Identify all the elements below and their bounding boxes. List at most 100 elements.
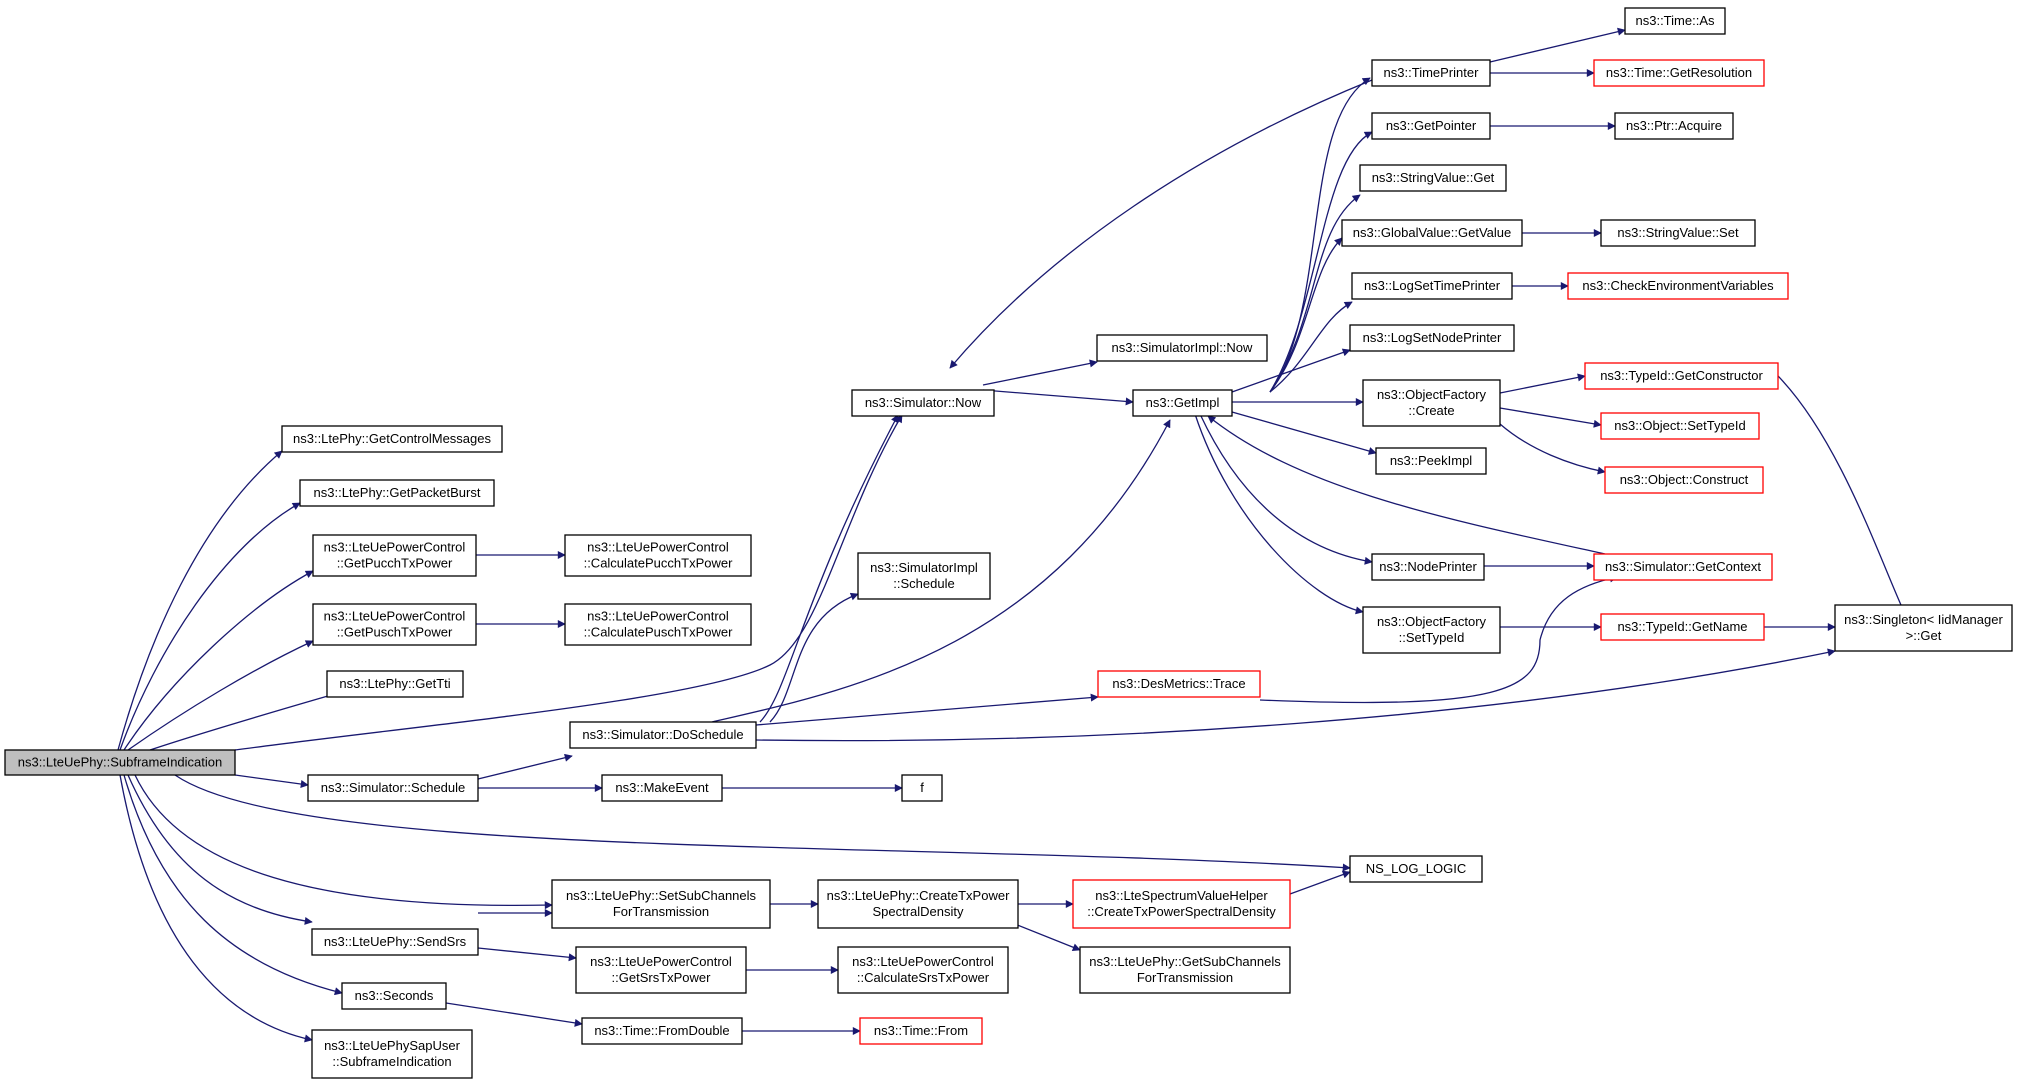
graph-node[interactable]: ns3::Seconds (341, 982, 447, 1010)
edge (1207, 415, 1606, 555)
edge (1269, 77, 1371, 393)
node-box (1567, 272, 1789, 300)
node-box (1371, 59, 1491, 87)
node-label: ns3::StringValue::Set (1617, 225, 1739, 240)
edge (234, 774, 309, 788)
graph-node[interactable]: ns3::LteUePowerControl::CalculatePucchTx… (564, 534, 752, 577)
graph-node[interactable]: ns3::LteUePhy::CreateTxPowerSpectralDens… (817, 879, 1019, 929)
node-box (564, 534, 752, 577)
node-label: ::GetSrsTxPower (612, 970, 712, 985)
graph-node[interactable]: ns3::LogSetNodePrinter (1349, 324, 1515, 352)
node-label: ::CreateTxPowerSpectralDensity (1087, 904, 1276, 919)
node-label: ns3::Seconds (355, 988, 434, 1003)
graph-node[interactable]: ns3::LteSpectrumValueHelper::CreateTxPow… (1072, 879, 1291, 929)
graph-node[interactable]: ns3::CheckEnvironmentVariables (1567, 272, 1789, 300)
graph-node[interactable]: ns3::LteUePhy::SetSubChannelsForTransmis… (551, 879, 771, 929)
node-label: SpectralDensity (872, 904, 964, 919)
node-box (581, 1017, 743, 1045)
graph-node[interactable]: ns3::MakeEvent (601, 774, 723, 802)
node-label: ns3::Singleton< IidManager (1844, 612, 2003, 627)
graph-node[interactable]: ns3::TypeId::GetConstructor (1584, 362, 1779, 390)
node-label: ns3::LtePhy::GetPacketBurst (314, 485, 481, 500)
graph-node[interactable]: ns3::GlobalValue::GetValue (1341, 219, 1523, 247)
edge (769, 592, 859, 723)
edge (477, 947, 577, 962)
node-label: ns3::TypeId::GetName (1617, 619, 1747, 634)
graph-node[interactable]: ns3::TimePrinter (1371, 59, 1491, 87)
node-label: ns3::LteUePowerControl (590, 954, 732, 969)
graph-node[interactable]: ns3::Simulator::GetContext (1593, 553, 1773, 581)
node-box (307, 774, 479, 802)
node-box (1072, 879, 1291, 929)
graph-node[interactable]: ns3::LtePhy::GetTti (326, 670, 464, 698)
node-box (341, 982, 447, 1010)
edge (134, 774, 553, 910)
edge (982, 359, 1098, 386)
edge (123, 774, 343, 996)
node-label: ns3::ObjectFactory (1377, 614, 1487, 629)
graph-node[interactable]: ns3::GetImpl (1132, 389, 1233, 417)
graph-node[interactable]: ns3::PeekImpl (1375, 447, 1487, 475)
graph-node[interactable]: ns3::DesMetrics::Trace (1097, 670, 1261, 698)
graph-node[interactable]: ns3::StringValue::Set (1600, 219, 1756, 247)
node-box (601, 774, 723, 802)
node-label: ns3::StringValue::Get (1372, 170, 1495, 185)
graph-node[interactable]: f (901, 774, 943, 802)
node-label: ns3::Time::GetResolution (1606, 65, 1752, 80)
edge (123, 570, 314, 751)
node-box (817, 879, 1019, 929)
graph-node[interactable]: ns3::LteUePhySapUser::SubframeIndication (311, 1029, 473, 1079)
node-label: ns3::Time::As (1636, 13, 1715, 28)
graph-node[interactable]: ns3::ObjectFactory::Create (1362, 379, 1501, 427)
node-label: ns3::Ptr::Acquire (1626, 118, 1722, 133)
graph-node[interactable]: ns3::LtePhy::GetPacketBurst (299, 479, 495, 507)
node-label: ns3::LteUePhySapUser (324, 1038, 461, 1053)
edge (1259, 574, 1618, 704)
node-label: ns3::LogSetNodePrinter (1363, 330, 1502, 345)
graph-node[interactable]: ns3::Ptr::Acquire (1614, 112, 1734, 140)
graph-node[interactable]: ns3::Time::FromDouble (581, 1017, 743, 1045)
graph-node[interactable]: ns3::LteUePowerControl::CalculatePuschTx… (564, 603, 752, 646)
graph-node[interactable]: ns3::LteUePowerControl::GetPucchTxPower (312, 534, 477, 577)
node-label: ::SetTypeId (1399, 630, 1465, 645)
node-box (575, 946, 747, 994)
graph-node[interactable]: ns3::Object::Construct (1604, 466, 1764, 494)
graph-node[interactable]: ns3::Simulator::DoSchedule (569, 721, 757, 749)
graph-node[interactable]: ns3::Time::From (859, 1017, 983, 1045)
graph-node[interactable]: ns3::Simulator::Schedule (307, 774, 479, 802)
edge (119, 502, 301, 751)
graph-node[interactable]: ns3::Time::GetResolution (1593, 59, 1765, 87)
graph-node[interactable]: NS_LOG_LOGIC (1349, 855, 1483, 883)
graph-node[interactable]: ns3::SimulatorImpl::Now (1096, 334, 1268, 362)
graph-node[interactable]: ns3::Simulator::Now (851, 389, 995, 417)
graph-node[interactable]: ns3::LteUePowerControl::GetSrsTxPower (575, 946, 747, 994)
node-box (1132, 389, 1233, 417)
node-label: ns3::Time::FromDouble (594, 1023, 729, 1038)
graph-node[interactable]: ns3::SimulatorImpl::Schedule (857, 552, 991, 600)
graph-node[interactable]: ns3::Time::As (1624, 7, 1726, 35)
edge (1777, 375, 1906, 615)
node-label: ns3::LteUePowerControl (587, 540, 729, 555)
edge (1269, 301, 1353, 393)
graph-node[interactable]: ns3::Singleton< IidManager>::Get (1834, 604, 2013, 652)
edge (1499, 407, 1602, 428)
node-label: ns3::LogSetTimePrinter (1364, 278, 1501, 293)
graph-node[interactable]: ns3::TypeId::GetName (1600, 613, 1765, 641)
graph-node[interactable]: ns3::LteUePhy::SubframeIndication (4, 749, 236, 776)
graph-node[interactable]: ns3::StringValue::Get (1359, 164, 1507, 192)
graph-node[interactable]: ns3::Object::SetTypeId (1600, 412, 1760, 440)
edge (1489, 27, 1626, 63)
graph-node[interactable]: ns3::NodePrinter (1371, 553, 1485, 581)
graph-node[interactable]: ns3::LteUePowerControl::CalculateSrsTxPo… (837, 946, 1009, 994)
graph-node[interactable]: ns3::LogSetTimePrinter (1351, 272, 1513, 300)
graph-node[interactable]: ns3::LteUePhy::SendSrs (311, 928, 479, 956)
node-label: ::GetPucchTxPower (337, 556, 453, 571)
graph-node[interactable]: ns3::GetPointer (1371, 112, 1491, 140)
graph-node[interactable]: ns3::ObjectFactory::SetTypeId (1362, 606, 1501, 654)
edge (1499, 423, 1606, 475)
graph-node[interactable]: ns3::LteUePowerControl::GetPuschTxPower (312, 603, 477, 646)
graph-node[interactable]: ns3::LtePhy::GetControlMessages (281, 425, 503, 453)
node-box (1375, 447, 1487, 475)
graph-node[interactable]: ns3::LteUePhy::GetSubChannelsForTransmis… (1079, 946, 1291, 994)
edge (149, 689, 346, 751)
